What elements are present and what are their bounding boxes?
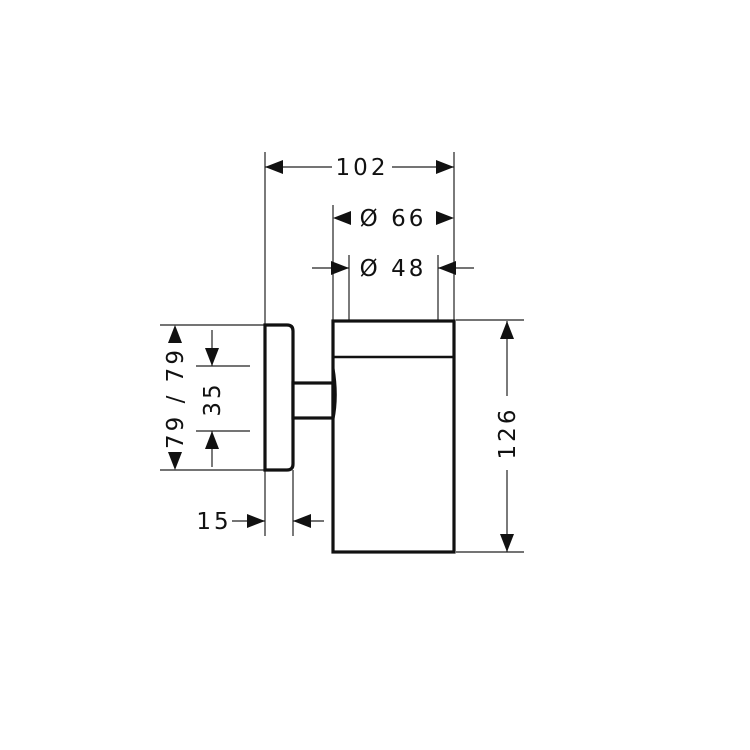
arrow-right-icon (436, 211, 454, 225)
arrow-up-icon (205, 431, 219, 449)
arrow-left-icon (293, 514, 311, 528)
arrow-left-icon (265, 160, 283, 174)
wall-plate (263, 323, 295, 472)
arrow-down-icon (205, 348, 219, 366)
cup-body (331, 319, 456, 554)
arrow-up-icon (500, 321, 514, 339)
holder-outline (263, 319, 456, 554)
dimension-label-126: 126 (495, 407, 521, 460)
arrow-up-icon (168, 325, 182, 343)
dimension-depth-15: 15 (196, 509, 324, 535)
arrow-right-icon (436, 160, 454, 174)
arrow-down-icon (500, 534, 514, 552)
dimension-diameter-48: Ø 48 (312, 256, 474, 282)
arrow-right-icon (247, 514, 265, 528)
cup-joint-curve (331, 366, 337, 421)
dimension-label-15: 15 (196, 509, 231, 535)
dimension-label-102: 102 (336, 155, 389, 181)
arrow-down-icon (168, 452, 182, 470)
arrow-left-icon (333, 211, 351, 225)
dimension-height-126: 126 (495, 321, 521, 552)
dimension-diameter-66: Ø 66 (333, 206, 454, 232)
dimension-label-diameter-66: Ø 66 (360, 206, 427, 232)
dimension-width-102: 102 (265, 155, 454, 181)
arrow-right-icon (331, 261, 349, 275)
dimension-mount-spacing-35: 35 (200, 330, 226, 467)
dimension-label-79-79: 79 / 79 (163, 347, 189, 449)
dimension-label-35: 35 (200, 381, 226, 416)
dimension-label-diameter-48: Ø 48 (360, 256, 427, 282)
connector-arm (291, 381, 335, 420)
dimension-plate-height-79: 79 / 79 (163, 325, 189, 470)
arrow-left-icon (438, 261, 456, 275)
